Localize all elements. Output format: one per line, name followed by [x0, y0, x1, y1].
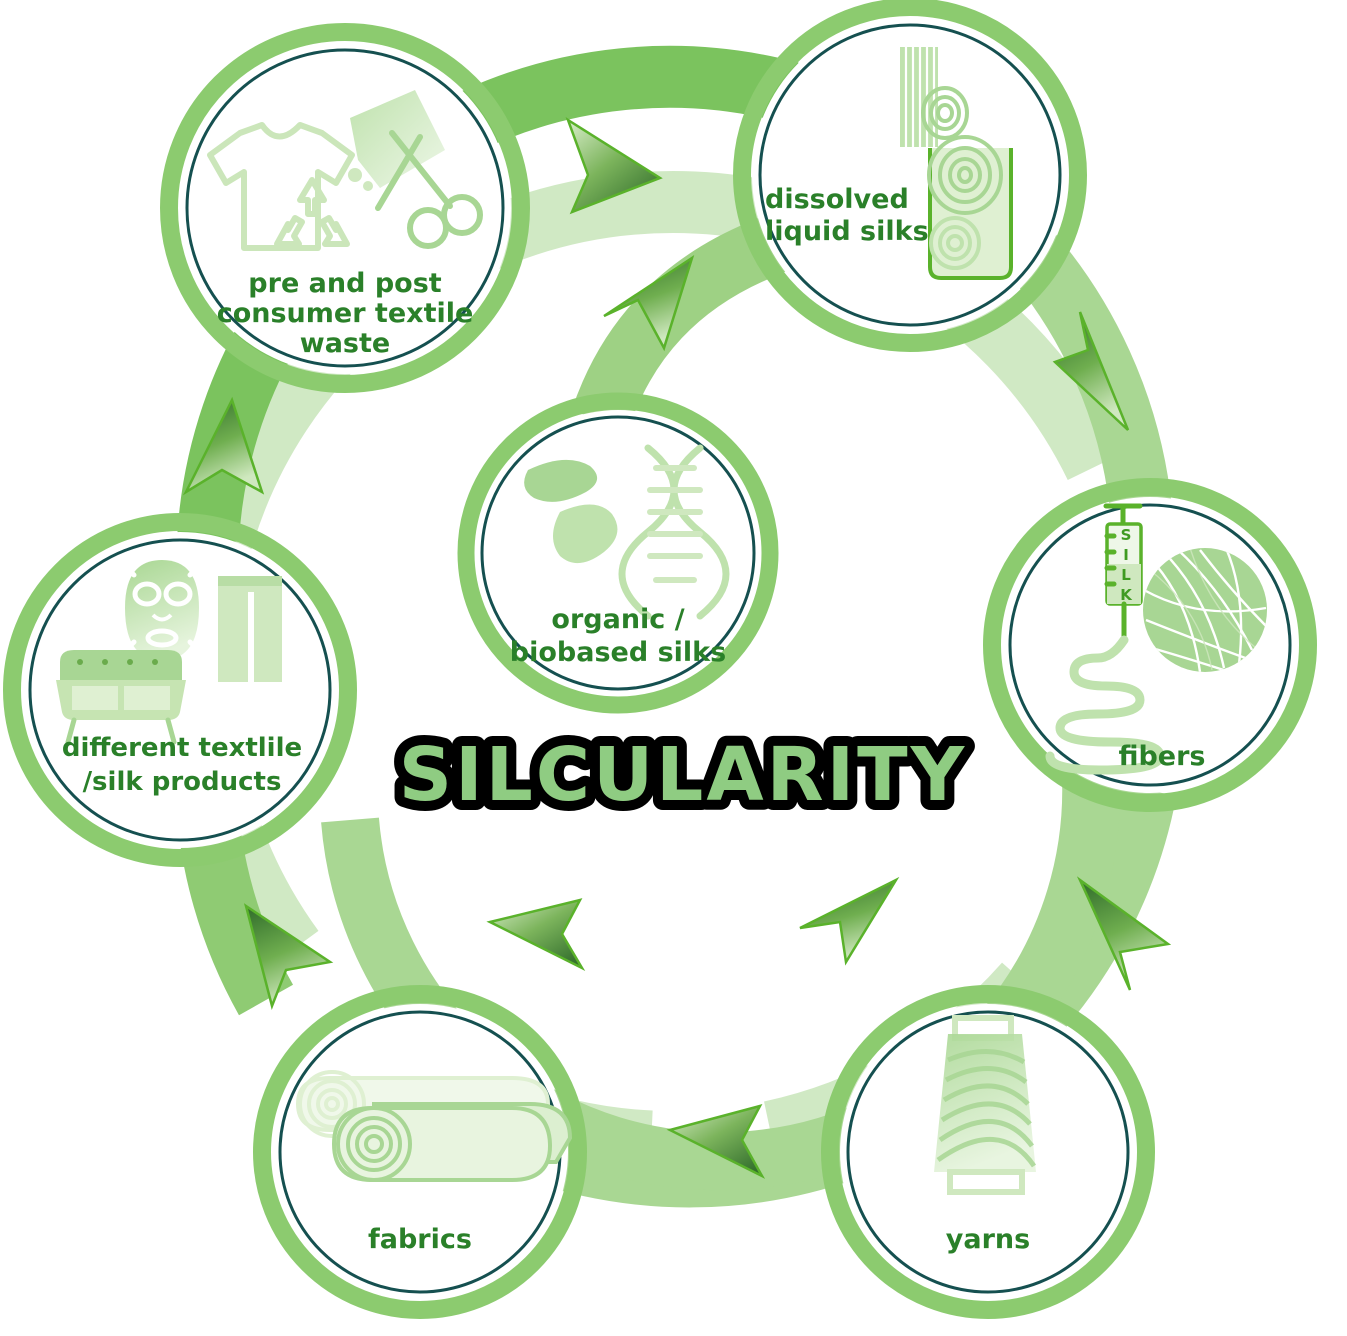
- node-fibers[interactable]: S I L K: [983, 478, 1317, 812]
- cocoon-icon: [921, 86, 1003, 270]
- thread-spool-icon: [934, 1015, 1037, 1195]
- trousers-icon: [218, 576, 282, 682]
- node-organic-label-line2: biobased silks: [510, 637, 726, 668]
- arrowhead-waste-to-dissolved: [565, 116, 663, 215]
- svg-text:S: S: [1121, 526, 1132, 544]
- center-title-text: SILCULARITY: [399, 732, 967, 818]
- node-dissolved[interactable]: dissolved liquid silks: [733, 0, 1087, 352]
- node-yarns-label: yarns: [946, 1224, 1030, 1255]
- arrowhead-fibers-to-yarns: [1076, 876, 1172, 991]
- center-title-outline: SILCULARITY: [399, 732, 967, 818]
- cocoon-icon: [524, 459, 618, 564]
- node-yarns[interactable]: yarns: [821, 985, 1155, 1319]
- node-fabrics[interactable]: fabrics: [253, 985, 587, 1319]
- arrowhead-fabrics-to-products: [243, 903, 334, 1011]
- node-products-glow: [3, 513, 357, 867]
- node-waste-label-line3: waste: [300, 328, 390, 359]
- node-fibers-label: fibers: [1118, 741, 1205, 772]
- node-waste-label-line2: consumer textile: [217, 298, 474, 329]
- flow-arrowheads: [182, 116, 1172, 1179]
- node-products[interactable]: different textlile /silk products: [3, 513, 357, 867]
- node-dissolved-label-line1: dissolved: [765, 184, 909, 215]
- node-organic-glow: [457, 392, 779, 714]
- node-products-label-line1: different textlile: [62, 733, 302, 763]
- svg-text:L: L: [1121, 566, 1131, 584]
- arrowhead-dissolved-to-fibers: [1052, 311, 1130, 431]
- sofa-icon: [56, 650, 186, 745]
- node-products-label-line2: /silk products: [83, 767, 282, 797]
- node-fabrics-label: fabrics: [368, 1224, 472, 1255]
- arrowhead-organic-to-dissolved: [603, 255, 695, 352]
- recycle-icon: [274, 177, 350, 247]
- tshirt-icon: [207, 122, 355, 251]
- node-dissolved-label-line2: liquid silks: [765, 216, 929, 247]
- center-title: SILCULARITY SILCULARITY: [389, 722, 974, 828]
- node-fabrics-glow: [253, 985, 587, 1319]
- arrowhead-yarns-to-fabrics: [666, 1104, 766, 1179]
- arrowhead-inner-return-left: [486, 898, 586, 972]
- node-waste-glow: [160, 23, 530, 393]
- node-organic[interactable]: organic / biobased silks: [457, 392, 779, 714]
- spiral-fiber-icon: [1045, 635, 1165, 775]
- fiber-microscope-icon: [1143, 548, 1267, 672]
- scissors-icon: [375, 130, 483, 249]
- svg-text:K: K: [1120, 586, 1133, 604]
- node-fibers-glow: [983, 478, 1317, 812]
- face-mask-icon: [121, 560, 203, 660]
- fabric-roll-icon: [295, 1070, 573, 1182]
- arrowhead-inner-return-right: [799, 876, 900, 966]
- node-yarns-glow: [821, 985, 1155, 1319]
- syringe-icon: S I L K: [1103, 503, 1143, 643]
- node-organic-label-line1: organic /: [551, 604, 684, 635]
- node-waste[interactable]: pre and post consumer textile waste: [160, 23, 530, 393]
- node-dissolved-glow: [733, 0, 1087, 352]
- node-waste-label-line1: pre and post: [248, 268, 441, 299]
- dna-helix-icon: [618, 444, 730, 620]
- svg-text:I: I: [1123, 546, 1129, 564]
- arrowhead-products-to-waste: [182, 396, 265, 496]
